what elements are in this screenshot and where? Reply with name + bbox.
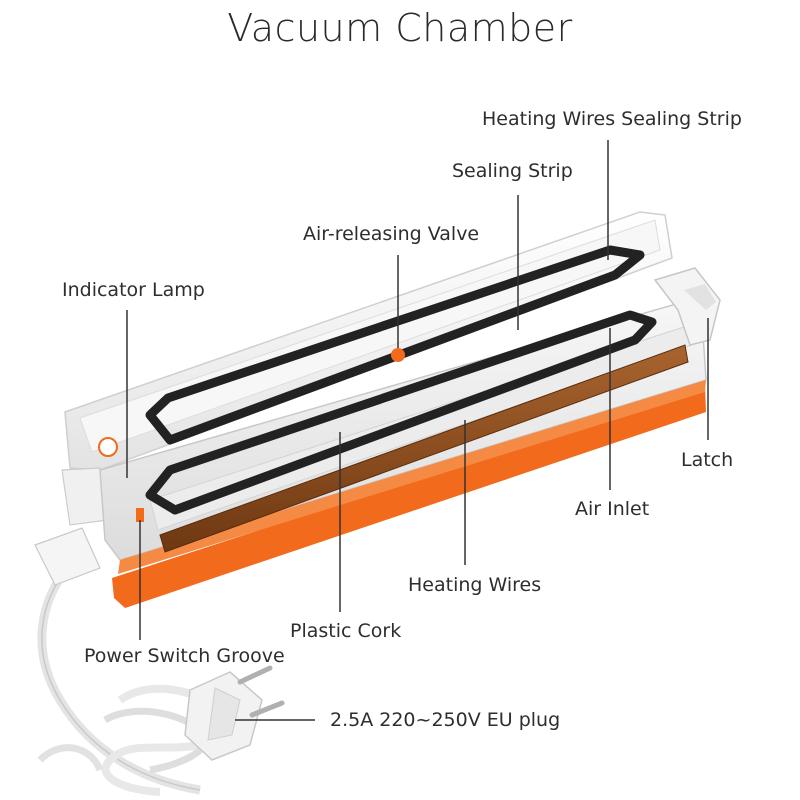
latch [653, 267, 721, 346]
power-switch-groove-mark [136, 508, 144, 522]
base [99, 299, 707, 608]
eu-plug [184, 665, 285, 761]
label-plastic-cork: Plastic Cork [290, 620, 402, 642]
diagram-title: Vacuum Chamber [227, 6, 573, 50]
lid [64, 211, 673, 471]
leader-lines [126, 140, 709, 721]
label-latch: Latch [681, 449, 734, 471]
air-releasing-valve-knob [391, 348, 405, 362]
label-power-switch-groove: Power Switch Groove [84, 645, 285, 667]
label-heating-wires: Heating Wires [408, 574, 542, 596]
label-air-inlet: Air Inlet [575, 498, 650, 520]
label-indicator-lamp: Indicator Lamp [62, 279, 205, 301]
label-plug: 2.5A 220~250V EU plug [330, 709, 561, 731]
label-heating-wires-sealing-strip: Heating Wires Sealing Strip [482, 108, 742, 130]
label-sealing-strip: Sealing Strip [452, 160, 573, 182]
label-air-releasing-valve: Air-releasing Valve [303, 223, 480, 245]
